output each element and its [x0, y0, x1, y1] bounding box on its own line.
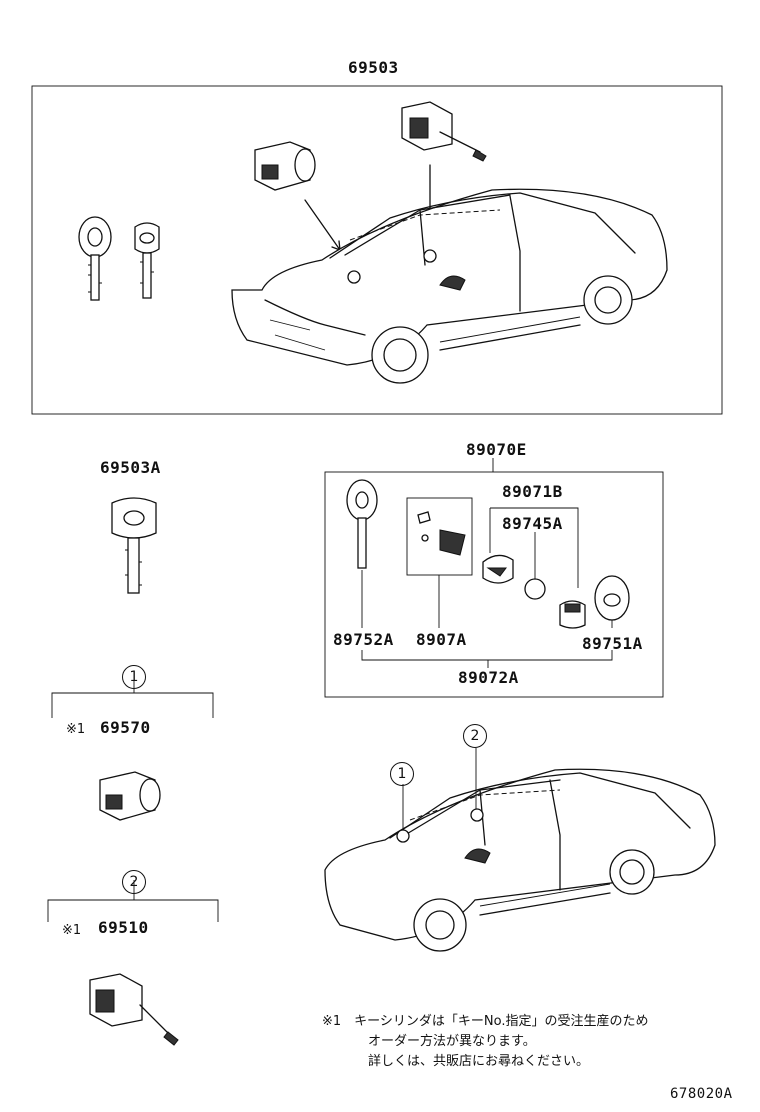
board-frame — [406, 497, 473, 576]
ref-2-circle: 2 — [463, 724, 487, 748]
mark-1-a: ※1 — [66, 722, 86, 737]
car-bottom-illustration — [324, 768, 716, 952]
note-line-3: 詳しくは、共販店にお尋ねください。 — [368, 1054, 590, 1069]
label-8907A: 8907A — [416, 630, 467, 649]
callout-2-circle: 2 — [122, 870, 146, 894]
label-89071B: 89071B — [502, 482, 563, 501]
note-line-2: オーダー方法が異なります。 — [368, 1034, 536, 1049]
kit-89070E-frame — [324, 471, 664, 698]
door-cylinder-69570-icon[interactable] — [99, 771, 161, 821]
callout-1-circle: 1 — [122, 665, 146, 689]
note-line-1: ※1 キーシリンダは「キーNo.指定」の受注生産のため — [322, 1014, 649, 1029]
label-69510: 69510 — [98, 918, 149, 937]
label-89070E: 89070E — [466, 440, 527, 459]
diagram-id: 678020A — [670, 1086, 733, 1102]
remote-key-icon[interactable] — [78, 216, 112, 301]
label-69570: 69570 — [100, 718, 151, 737]
battery-icon[interactable] — [524, 578, 546, 600]
label-89745A: 89745A — [502, 514, 563, 533]
key-blank-icon[interactable] — [111, 497, 157, 594]
label-69503A: 69503A — [100, 458, 161, 477]
label-69503: 69503 — [348, 58, 399, 77]
button-pad-icon[interactable] — [559, 600, 586, 629]
mark-1-b: ※1 — [62, 923, 82, 938]
label-89751A: 89751A — [582, 634, 643, 653]
door-lock-icon[interactable] — [401, 101, 487, 162]
key-plate-icon[interactable] — [346, 479, 378, 569]
door-lock-69510-icon[interactable] — [89, 973, 179, 1046]
label-89752A: 89752A — [333, 630, 394, 649]
door-cylinder-icon[interactable] — [254, 141, 316, 191]
label-89072A: 89072A — [458, 668, 519, 687]
case-cover-icon[interactable] — [594, 575, 630, 621]
kit-69503-frame — [31, 85, 723, 415]
car-top-illustration — [231, 188, 668, 384]
master-key-icon[interactable] — [134, 222, 160, 299]
case-top-icon[interactable] — [482, 554, 514, 584]
ref-1-circle: 1 — [390, 762, 414, 786]
circuit-board-icon[interactable] — [417, 511, 466, 556]
